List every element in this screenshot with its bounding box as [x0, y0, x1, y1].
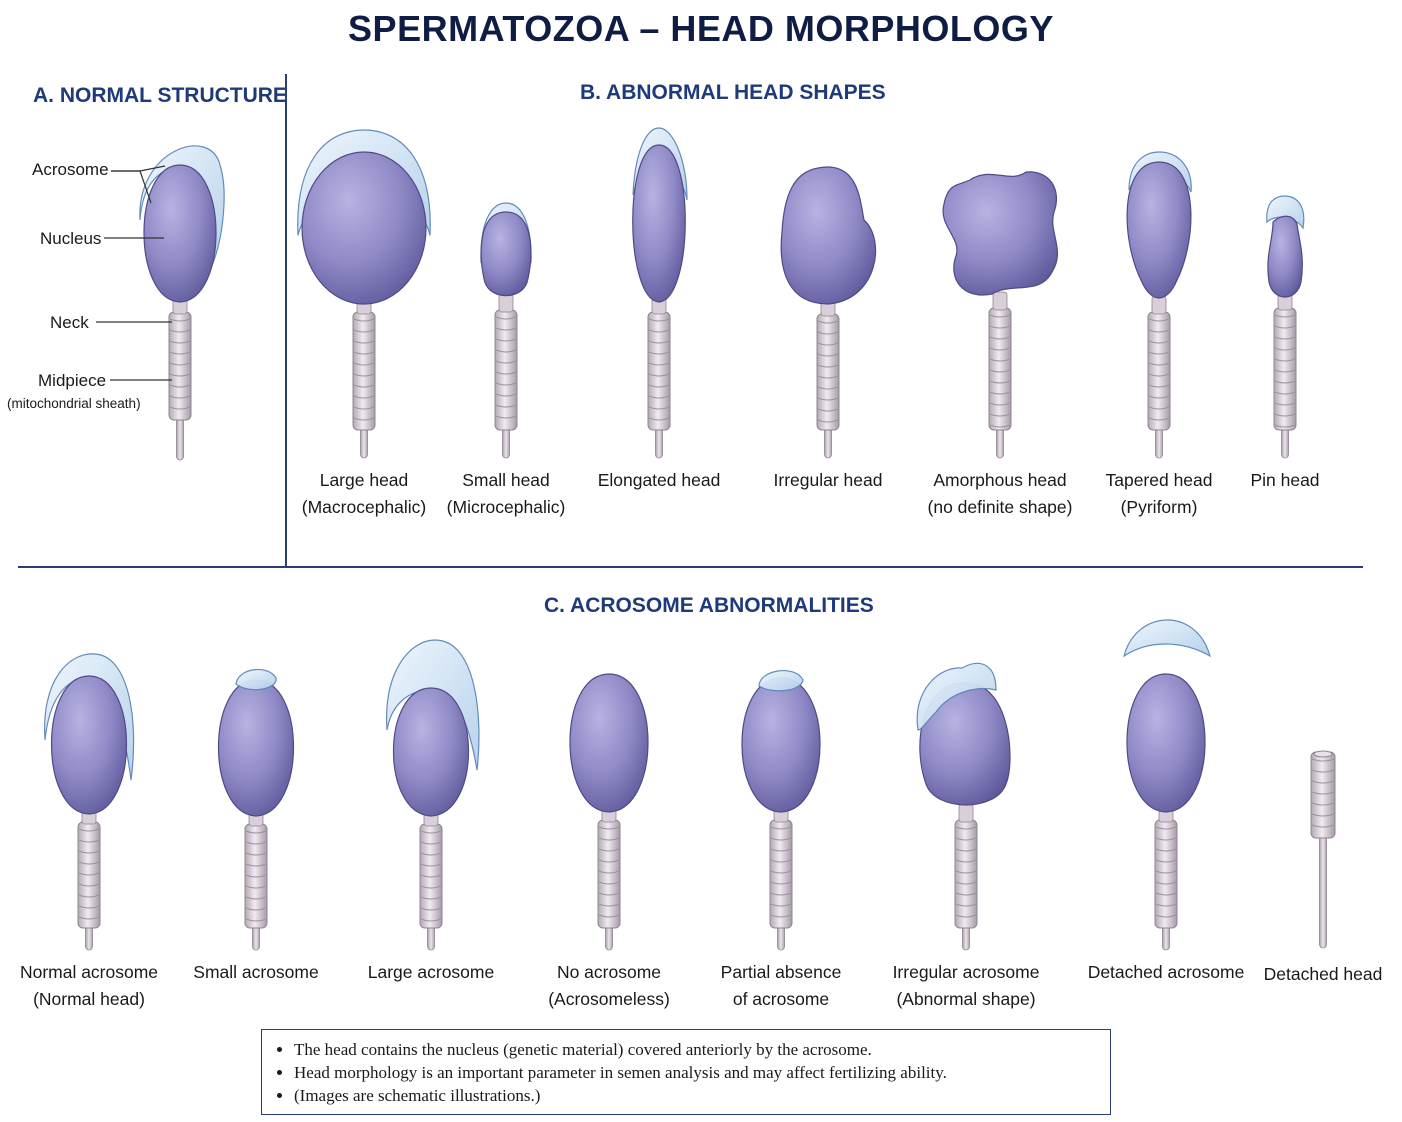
midpiece [648, 312, 670, 430]
tail [656, 426, 663, 458]
nucleus [633, 145, 686, 302]
label-tapered-head: Tapered head(Pyriform) [1105, 467, 1212, 521]
midpiece [495, 310, 517, 430]
label-irregular-head: Irregular head [774, 467, 883, 494]
label-no-acrosome: No acrosome(Acrosomeless) [548, 959, 670, 1013]
midpiece [1155, 820, 1177, 928]
midpiece-note: (mitochondrial sheath) [7, 396, 141, 411]
label-small-acrosome: Small acrosome [193, 959, 318, 986]
neck-label: Neck [50, 313, 89, 333]
nucleus [570, 674, 648, 812]
nucleus [1127, 674, 1205, 812]
midpiece [353, 312, 375, 430]
neck-end [1314, 751, 1332, 757]
acrosome [236, 669, 276, 689]
tail [1320, 830, 1327, 948]
label-detached-acrosome: Detached acrosome [1088, 959, 1245, 986]
tail [997, 426, 1004, 458]
midpiece-label: Midpiece [38, 371, 106, 391]
tail [1156, 426, 1163, 458]
nucleus [144, 165, 216, 302]
note-item: Head morphology is an important paramete… [294, 1061, 1098, 1084]
midpiece [1311, 752, 1335, 838]
acrosome [1124, 620, 1210, 656]
acrosome-pointer-line [111, 171, 151, 203]
nucleus [742, 678, 820, 812]
midpiece [169, 312, 191, 420]
nucleus-label: Nucleus [40, 229, 101, 249]
midpiece [817, 314, 839, 430]
nucleus [1268, 216, 1302, 297]
label-normal-acrosome: Normal acrosome(Normal head) [20, 959, 158, 1013]
neck [1152, 296, 1166, 314]
tail [361, 426, 368, 458]
label-elongated-head: Elongated head [598, 467, 721, 494]
label-detached-head: Detached head [1264, 961, 1383, 988]
nucleus [302, 152, 426, 304]
note-item: The head contains the nucleus (genetic m… [294, 1038, 1098, 1061]
note-item: (Images are schematic illustrations.) [294, 1084, 1098, 1107]
tail [177, 416, 184, 460]
label-small-head: Small head(Microcephalic) [447, 467, 566, 521]
label-large-head: Large head(Macrocephalic) [302, 467, 426, 521]
nucleus [219, 680, 294, 816]
nucleus [1127, 162, 1191, 298]
midpiece [955, 820, 977, 928]
acrosome [759, 671, 803, 691]
acrosome-label: Acrosome [32, 160, 109, 180]
neck [993, 292, 1007, 310]
nucleus [52, 676, 127, 814]
midpiece [770, 820, 792, 928]
tail [825, 426, 832, 458]
nucleus [394, 688, 469, 816]
nucleus [943, 172, 1057, 295]
label-irregular-acrosome: Irregular acrosome(Abnormal shape) [893, 959, 1040, 1013]
label-pin-head: Pin head [1250, 467, 1319, 494]
nucleus [481, 212, 531, 296]
label-amorphous-head: Amorphous head(no definite shape) [928, 467, 1073, 521]
neck [499, 294, 513, 312]
nucleus [781, 167, 875, 304]
tail [1282, 426, 1289, 458]
midpiece [1148, 312, 1170, 430]
label-large-acrosome: Large acrosome [368, 959, 494, 986]
neck [959, 804, 973, 822]
notes-box: The head contains the nucleus (genetic m… [261, 1029, 1111, 1115]
tail [503, 426, 510, 458]
midpiece [598, 820, 620, 928]
